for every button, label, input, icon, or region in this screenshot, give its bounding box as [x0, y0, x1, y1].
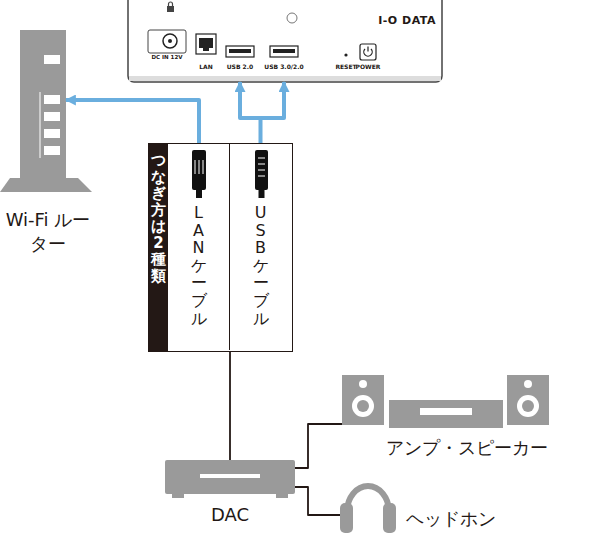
usb-cable-line: [261, 82, 285, 118]
port-label: POWER: [338, 64, 398, 70]
amplifier-display: [420, 408, 472, 415]
audio-cable-line: [295, 424, 342, 468]
speaker-woofer: [352, 395, 374, 417]
usb-port: [270, 46, 298, 57]
lan-cable-line: [66, 100, 199, 144]
lan-port-socket: [199, 38, 213, 51]
dac-foot: [276, 494, 288, 498]
usb-cable-line: [240, 82, 261, 144]
speaker-woofer-cap: [357, 400, 369, 412]
usb-plug-cable: [259, 190, 265, 198]
router-foot: [0, 178, 92, 192]
panel-title: つなぎ方は2種類: [151, 144, 166, 284]
audio-cable-line: [229, 352, 231, 460]
cable-column: LANケーブル: [168, 144, 230, 350]
router-port: [44, 55, 60, 64]
power-symbol: [364, 47, 372, 57]
title-band: つなぎ方は2種類: [149, 144, 168, 351]
speaker-tweeter: [359, 380, 367, 388]
audio-cable-line: [230, 352, 231, 460]
speaker: [507, 375, 549, 425]
usb-cable-line: [240, 82, 284, 144]
lan-plug-ridges: [195, 160, 203, 174]
usb-port: [226, 46, 254, 57]
router-box: Wi-Fi ルーター: [20, 30, 66, 180]
cable-column: USBケーブル: [230, 144, 291, 350]
dac-body: [165, 460, 295, 494]
headphone-box: ヘッドホン: [340, 478, 396, 535]
dc-jack: [163, 34, 177, 48]
dc-jack-pin: [168, 39, 172, 43]
port-label: USB 3.0/2.0: [254, 64, 314, 70]
headphone-cup: [340, 503, 353, 533]
lock-icon: [167, 6, 174, 12]
audio-cable-line: [295, 487, 340, 515]
amp-speaker-box: アンプ・スピーカー: [342, 375, 549, 428]
node-label: DAC: [165, 504, 295, 526]
router-port: [44, 129, 60, 138]
node-label: Wi-Fi ルーター: [0, 208, 98, 257]
speaker: [342, 375, 384, 425]
router-port: [44, 95, 60, 104]
power-button: [360, 44, 376, 60]
dac-slot: [200, 474, 260, 478]
router-port: [44, 146, 60, 155]
headphone-cup: [383, 503, 396, 533]
speaker-tweeter: [524, 380, 532, 388]
reset-hole: [344, 53, 347, 56]
speaker-woofer: [517, 395, 539, 417]
dc-jack-frame: [148, 30, 186, 53]
usb-plug-ridges: [258, 158, 265, 176]
usb-port-tongue: [273, 49, 295, 53]
headphone-band: [347, 486, 389, 512]
lock-icon: [169, 2, 173, 6]
cable-label: USBケーブル: [253, 144, 269, 327]
dac-foot: [172, 494, 184, 498]
usb-plug: [255, 150, 268, 190]
dac-box: DAC: [165, 460, 295, 495]
router-port: [44, 112, 60, 121]
cable-label: LANケーブル: [191, 144, 207, 327]
device-mark: [287, 13, 297, 23]
node-label: I-O DATA: [378, 14, 436, 27]
connection-panel: つなぎ方は2種類 LANケーブル USBケーブル: [148, 143, 293, 352]
port-label: DC IN 12V: [137, 55, 197, 61]
usb-port-tongue: [229, 49, 251, 53]
audio-cable-line: [295, 487, 340, 515]
lan-plug-cable: [196, 190, 202, 198]
port-label: USB 2.0: [210, 64, 270, 70]
audio-cable-line: [295, 424, 342, 468]
amplifier: [389, 400, 503, 428]
speaker-woofer-cap: [522, 400, 534, 412]
lan-cable-line: [66, 100, 199, 144]
router-port-bracket: [40, 92, 41, 158]
router-body: [20, 30, 66, 180]
device-housing: [128, 0, 442, 82]
device-base: [129, 76, 441, 81]
node-label: ヘッドホン: [406, 508, 496, 530]
lan-plug: [192, 150, 206, 190]
node-label: アンプ・スピーカー: [386, 437, 548, 459]
lan-port: [196, 34, 216, 54]
